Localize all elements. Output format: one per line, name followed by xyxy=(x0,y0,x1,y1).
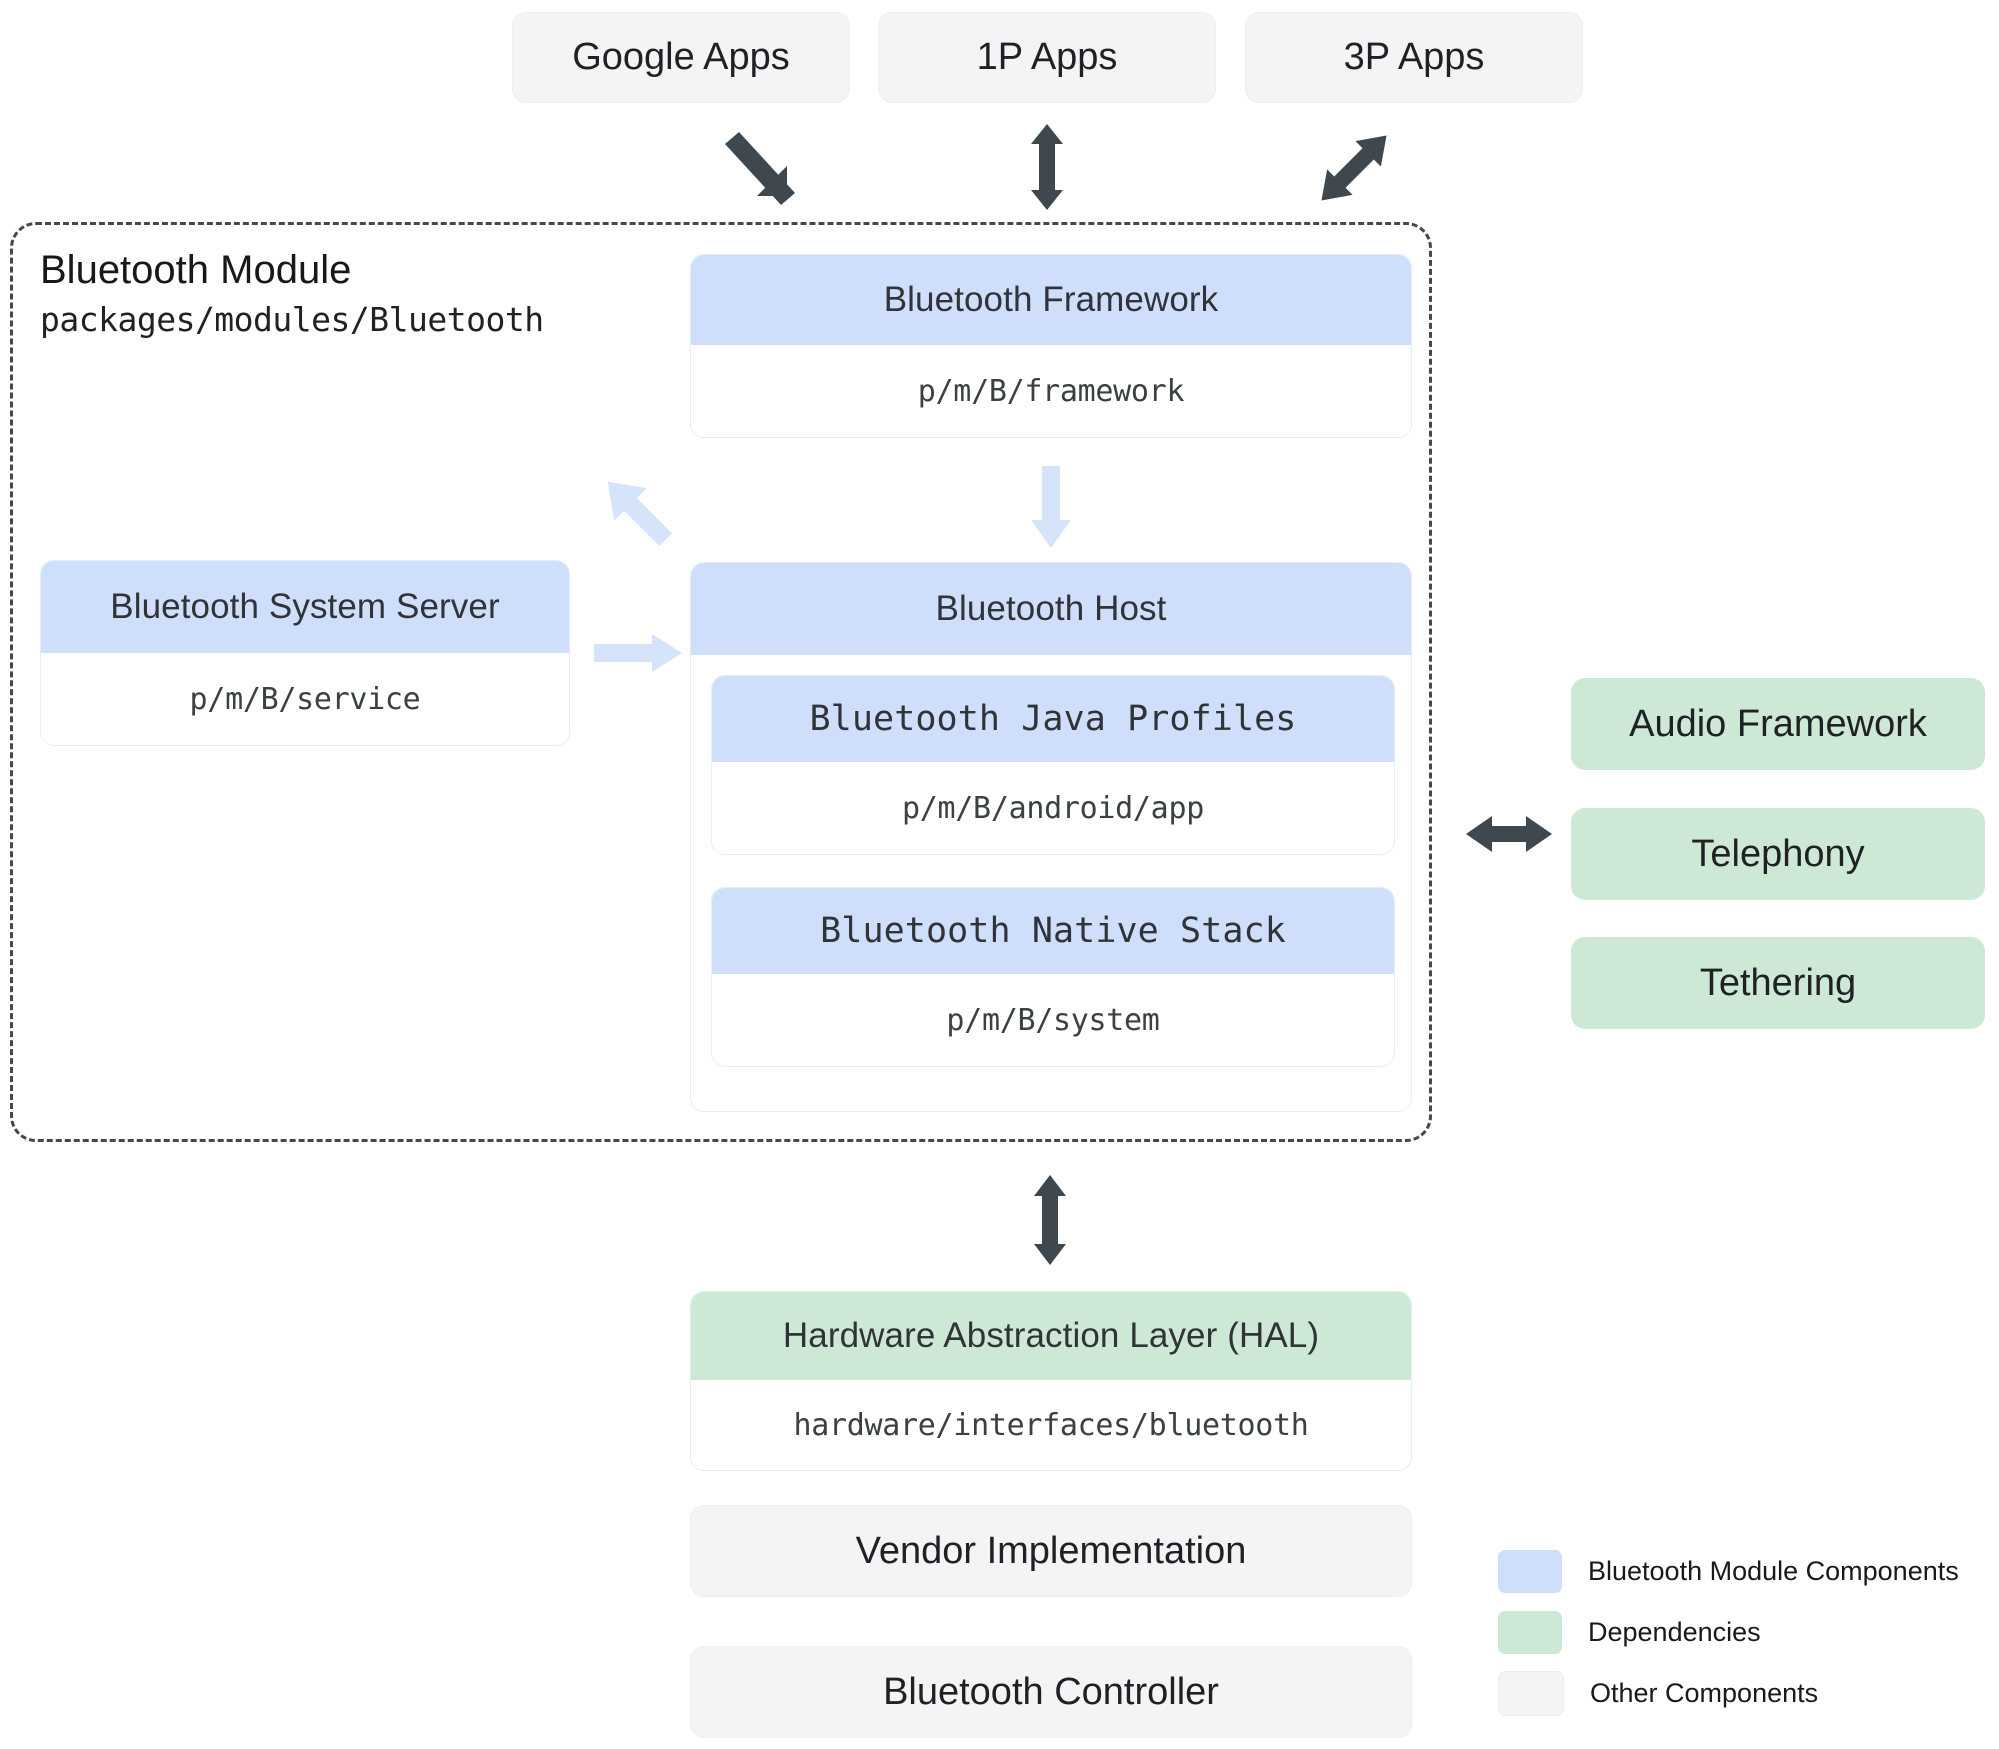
google-apps-label: Google Apps xyxy=(572,36,790,78)
system-server-to-host-arrow xyxy=(594,632,682,674)
telephony-label: Telephony xyxy=(1691,832,1865,875)
legend-item-other-components: Other Components xyxy=(1498,1671,1978,1716)
3p-apps-box[interactable]: 3P Apps xyxy=(1245,12,1583,103)
legend-label-dependencies: Dependencies xyxy=(1588,1617,1761,1647)
bluetooth-module-container xyxy=(10,222,1432,1142)
legend-label-other-components: Other Components xyxy=(1590,1678,1819,1708)
legend-swatch-dependencies xyxy=(1498,1611,1562,1654)
telephony-box[interactable]: Telephony xyxy=(1571,808,1985,900)
bluetooth-native-stack-path: p/m/B/system xyxy=(712,974,1394,1066)
module-to-hal-arrow xyxy=(1030,1175,1070,1265)
3p-apps-to-module-arrow xyxy=(1308,128,1400,208)
3p-apps-label: 3P Apps xyxy=(1343,36,1485,78)
audio-framework-box[interactable]: Audio Framework xyxy=(1571,678,1985,770)
bluetooth-system-server-box[interactable]: Bluetooth System Server p/m/B/service xyxy=(40,560,570,746)
hal-box[interactable]: Hardware Abstraction Layer (HAL) hardwar… xyxy=(690,1291,1412,1471)
hal-title: Hardware Abstraction Layer (HAL) xyxy=(691,1292,1411,1380)
1p-apps-box[interactable]: 1P Apps xyxy=(878,12,1216,103)
bluetooth-java-profiles-title: Bluetooth Java Profiles xyxy=(712,676,1394,762)
module-path: packages/modules/Bluetooth xyxy=(40,300,544,339)
legend-item-dependencies: Dependencies xyxy=(1498,1611,1978,1654)
bluetooth-java-profiles-path: p/m/B/android/app xyxy=(712,762,1394,854)
bluetooth-framework-title: Bluetooth Framework xyxy=(691,255,1411,345)
framework-to-host-arrow xyxy=(1030,466,1072,548)
legend: Bluetooth Module Components Dependencies… xyxy=(1498,1550,1978,1733)
module-title: Bluetooth Module xyxy=(40,248,352,292)
vendor-implementation-label: Vendor Implementation xyxy=(855,1529,1247,1572)
1p-apps-label: 1P Apps xyxy=(976,36,1118,78)
vendor-implementation-box[interactable]: Vendor Implementation xyxy=(690,1505,1412,1597)
bluetooth-system-server-title: Bluetooth System Server xyxy=(41,561,569,653)
framework-to-system-server-arrow xyxy=(586,462,696,568)
audio-framework-label: Audio Framework xyxy=(1629,702,1927,745)
tethering-label: Tethering xyxy=(1699,961,1857,1004)
1p-apps-to-module-arrow xyxy=(1028,124,1066,210)
bluetooth-native-stack-title: Bluetooth Native Stack xyxy=(712,888,1394,974)
google-apps-box[interactable]: Google Apps xyxy=(512,12,850,103)
host-to-dependencies-arrow xyxy=(1466,813,1552,855)
tethering-box[interactable]: Tethering xyxy=(1571,937,1985,1029)
hal-path: hardware/interfaces/bluetooth xyxy=(691,1380,1411,1470)
bluetooth-java-profiles-box[interactable]: Bluetooth Java Profiles p/m/B/android/ap… xyxy=(711,675,1395,855)
bluetooth-controller-box[interactable]: Bluetooth Controller xyxy=(690,1646,1412,1738)
legend-label-module-components: Bluetooth Module Components xyxy=(1588,1556,1959,1586)
bluetooth-controller-label: Bluetooth Controller xyxy=(883,1670,1219,1713)
bluetooth-framework-box[interactable]: Bluetooth Framework p/m/B/framework xyxy=(690,254,1412,438)
google-apps-to-module-arrow xyxy=(715,130,810,205)
bluetooth-host-title: Bluetooth Host xyxy=(691,563,1411,655)
bluetooth-native-stack-box[interactable]: Bluetooth Native Stack p/m/B/system xyxy=(711,887,1395,1067)
bluetooth-system-server-path: p/m/B/service xyxy=(41,653,569,745)
bluetooth-framework-path: p/m/B/framework xyxy=(691,345,1411,437)
legend-swatch-other-components xyxy=(1498,1671,1564,1716)
bluetooth-host-box[interactable]: Bluetooth Host Bluetooth Java Profiles p… xyxy=(690,562,1412,1112)
legend-swatch-module-components xyxy=(1498,1550,1562,1593)
legend-item-module-components: Bluetooth Module Components xyxy=(1498,1550,1978,1593)
